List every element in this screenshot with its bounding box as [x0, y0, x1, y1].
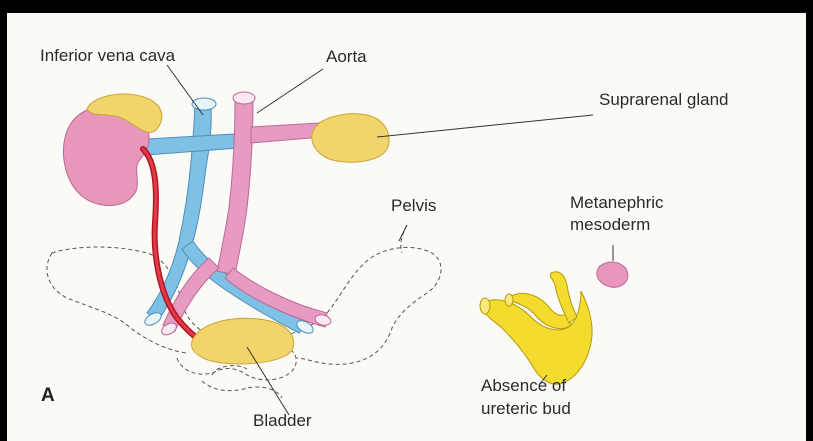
pelvis-outline	[47, 225, 441, 398]
metanephric-mesoderm	[597, 262, 628, 287]
ureteric-bud-structure	[480, 272, 592, 384]
bladder	[192, 318, 294, 364]
label-bladder: Bladder	[253, 411, 312, 431]
label-metanephric-line2: mesoderm	[570, 215, 650, 235]
suprarenal-gland	[312, 114, 389, 162]
label-pelvis: Pelvis	[391, 196, 436, 216]
label-suprarenal-gland: Suprarenal gland	[599, 90, 728, 110]
label-aorta: Aorta	[326, 47, 367, 67]
label-absence-line1: Absence of	[481, 376, 566, 396]
figure-canvas: Inferior vena cava Aorta Suprarenal glan…	[7, 13, 806, 441]
renal-agenesis-diagram	[7, 13, 806, 441]
label-absence-line2: ureteric bud	[481, 399, 571, 419]
label-inferior-vena-cava: Inferior vena cava	[40, 46, 175, 66]
panel-letter: A	[41, 385, 55, 407]
label-metanephric-line1: Metanephric	[570, 193, 664, 213]
